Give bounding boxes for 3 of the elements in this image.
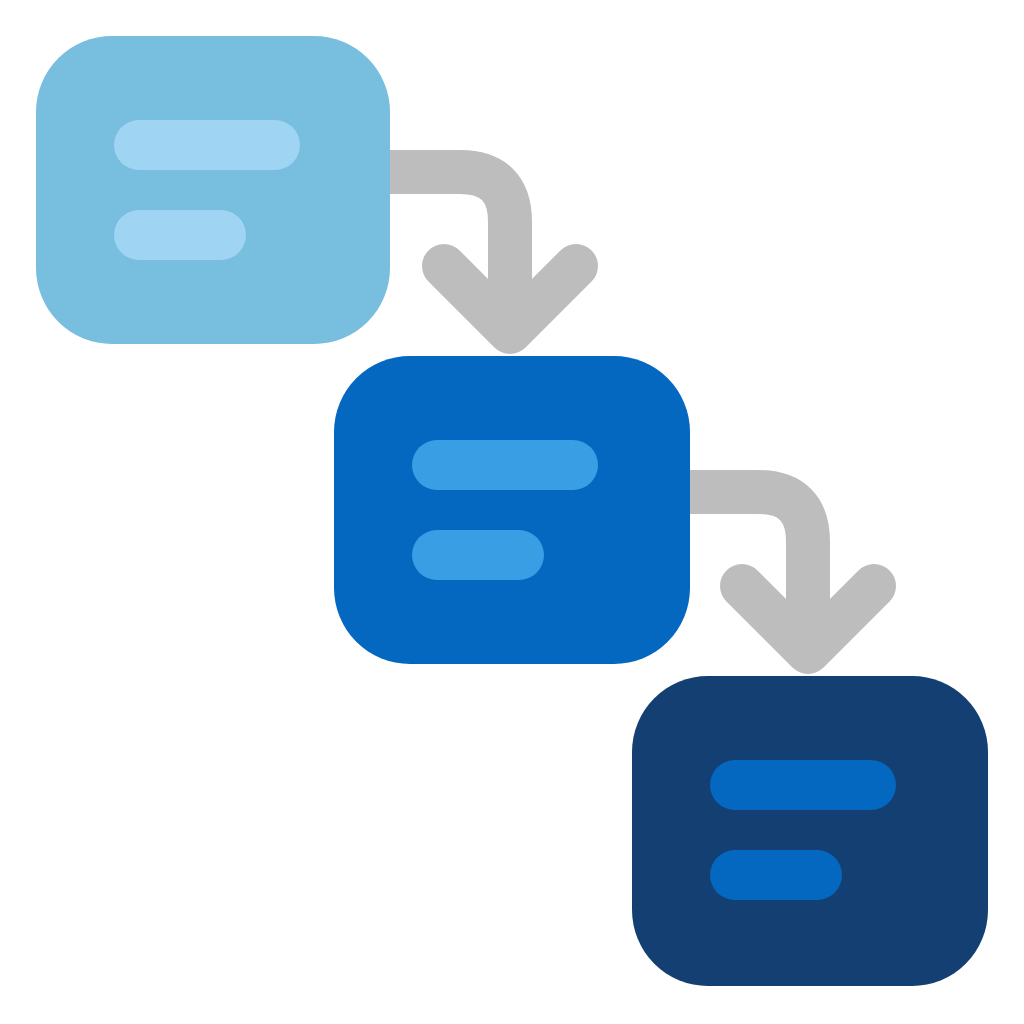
message-card	[334, 356, 690, 664]
message-card	[632, 676, 988, 986]
message-card	[36, 36, 390, 344]
